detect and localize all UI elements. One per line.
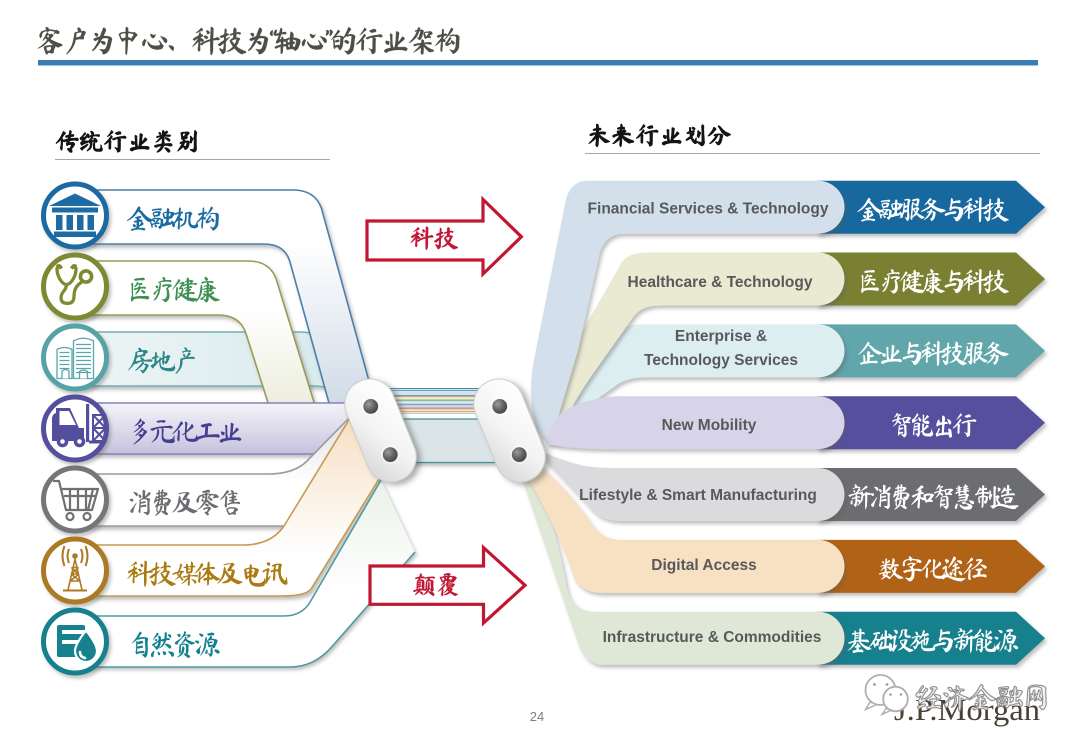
svg-text:Digital Access: Digital Access <box>651 557 756 574</box>
svg-text:New Mobility: New Mobility <box>662 417 757 434</box>
svg-text:Healthcare & Technology: Healthcare & Technology <box>628 274 813 291</box>
svg-text:Enterprise &: Enterprise & <box>675 328 767 345</box>
svg-text:Infrastructure & Commodities: Infrastructure & Commodities <box>603 629 822 646</box>
svg-text:Financial Services & Technolog: Financial Services & Technology <box>588 201 829 218</box>
svg-text:24: 24 <box>530 709 544 724</box>
svg-text:Lifestyle & Smart Manufacturin: Lifestyle & Smart Manufacturing <box>579 487 817 504</box>
svg-text:Technology Services: Technology Services <box>644 352 798 369</box>
